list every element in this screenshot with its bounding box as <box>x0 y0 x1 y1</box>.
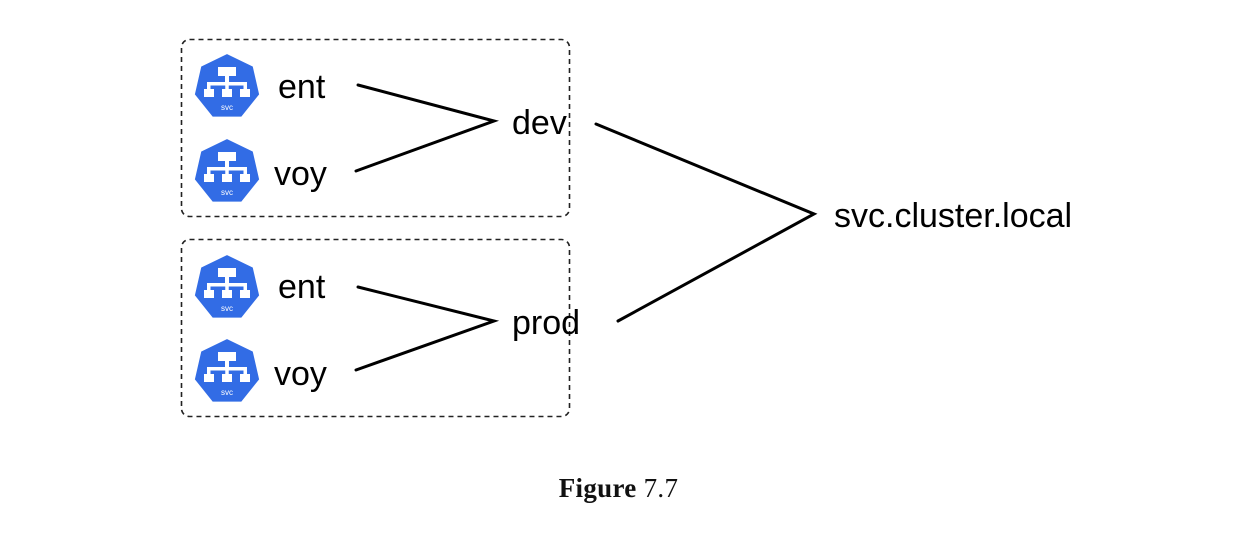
connector-prod-services <box>354 285 500 372</box>
kubernetes-svc-icon: svc <box>192 137 262 204</box>
figure-caption: Figure 7.7 <box>0 473 1237 504</box>
svg-text:svc: svc <box>221 304 233 313</box>
service-label-ent: ent <box>278 268 326 306</box>
connector-root <box>594 122 818 323</box>
service-label-voy: voy <box>274 355 327 393</box>
namespace-label-prod: prod <box>512 304 580 342</box>
root-domain-label: svc.cluster.local <box>834 197 1072 235</box>
namespace-label-dev: dev <box>512 104 567 142</box>
service-label-ent: ent <box>278 68 326 106</box>
service-label-voy: voy <box>274 155 327 193</box>
kubernetes-svc-icon: svc <box>192 253 262 320</box>
svg-text:svc: svc <box>221 103 233 112</box>
kubernetes-svc-icon: svc <box>192 52 262 119</box>
connector-dev-services <box>354 83 500 173</box>
svg-text:svc: svc <box>221 188 233 197</box>
caption-number: 7.7 <box>643 473 679 503</box>
kubernetes-svc-icon: svc <box>192 337 262 404</box>
caption-word: Figure <box>558 473 637 503</box>
svg-text:svc: svc <box>221 388 233 397</box>
